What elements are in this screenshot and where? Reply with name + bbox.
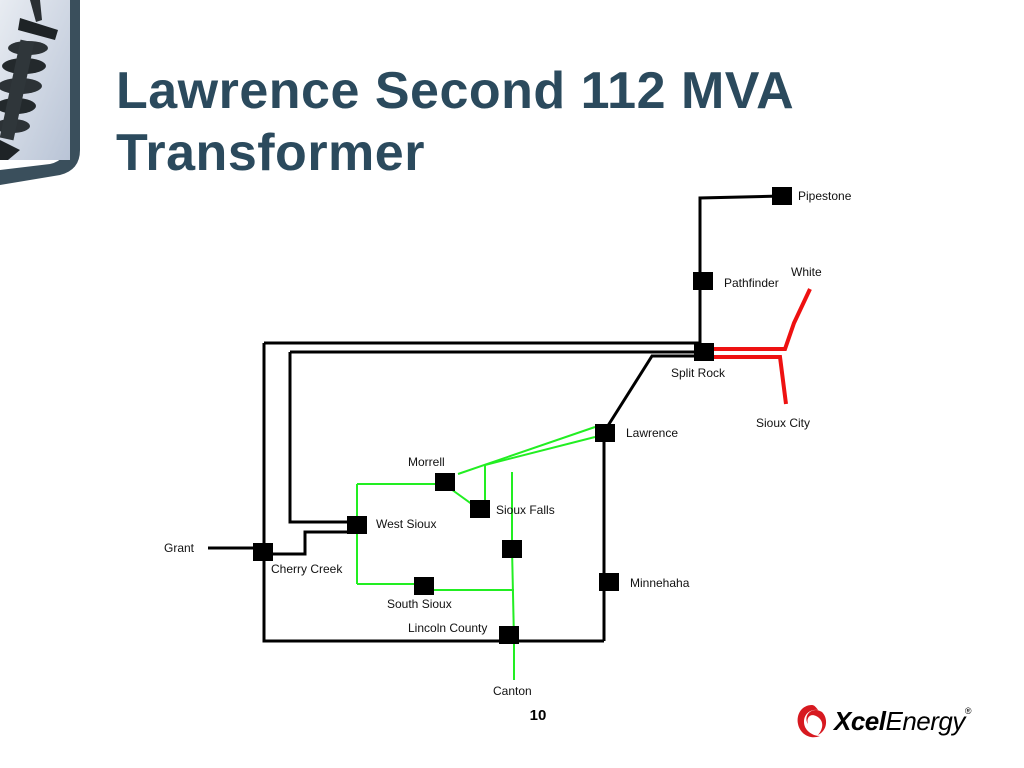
line-inner-west-sioux xyxy=(288,352,357,524)
pathfinder-bus xyxy=(693,272,713,290)
slide-number: 10 xyxy=(529,707,547,724)
slide-title: Lawrence Second 112 MVA Transformer xyxy=(116,62,793,182)
logo-registered-mark: ® xyxy=(964,706,972,716)
morrell-bus xyxy=(435,473,455,491)
xcel-energy-logo: XcelEnergy® xyxy=(794,700,984,744)
label-cherry-creek: Cherry Creek xyxy=(271,562,343,576)
pipestone-bus xyxy=(772,187,792,205)
label-morrell: Morrell xyxy=(408,455,445,469)
label-sioux-city: Sioux City xyxy=(756,416,810,430)
label-minnehaha: Minnehaha xyxy=(630,576,690,590)
line-split-rock-lawrence xyxy=(602,354,703,433)
label-white: White xyxy=(791,265,822,279)
red-lines xyxy=(703,288,812,405)
label-south-sioux: South Sioux xyxy=(387,597,452,611)
existing-lines xyxy=(208,194,782,643)
label-split-rock: Split Rock xyxy=(671,366,726,380)
proposed-lines xyxy=(356,426,596,680)
label-west-sioux: West Sioux xyxy=(376,517,436,531)
line-cherry-creek-west-sioux xyxy=(264,530,357,556)
insulator-photo xyxy=(0,0,70,160)
label-grant: Grant xyxy=(164,541,195,555)
corner-decoration xyxy=(0,0,80,185)
substations xyxy=(253,187,792,644)
xcel-swoosh-icon xyxy=(797,705,827,738)
label-lincoln-county: Lincoln County xyxy=(408,621,487,635)
substation-labels: Pipestone Pathfinder White Split Rock Si… xyxy=(164,189,852,698)
logo-brand-regular: Energy xyxy=(885,706,966,736)
lawrence-bus xyxy=(595,424,615,442)
lincoln-county-bus xyxy=(499,626,519,644)
minnehaha-bus xyxy=(599,573,619,591)
south-sioux-bus xyxy=(414,577,434,595)
line-outer-west xyxy=(262,343,604,643)
sioux-falls-bus xyxy=(470,500,490,518)
label-canton: Canton xyxy=(493,684,532,698)
logo-wordmark: XcelEnergy® xyxy=(834,706,972,737)
label-sioux-falls: Sioux Falls xyxy=(496,503,555,517)
label-pathfinder: Pathfinder xyxy=(724,276,779,290)
split-rock-bus xyxy=(694,343,714,361)
logo-brand-bold: Xcel xyxy=(834,706,886,736)
line-to-sioux-city xyxy=(712,355,788,405)
west-sioux-bus xyxy=(347,516,367,534)
cherry-creek-bus xyxy=(253,543,273,561)
label-pipestone: Pipestone xyxy=(798,189,852,203)
sioux-falls-lower-bus xyxy=(502,540,522,558)
line-pipestone-split-rock xyxy=(698,194,782,352)
line-split-rock-white xyxy=(703,288,812,351)
label-lawrence: Lawrence xyxy=(626,426,678,440)
